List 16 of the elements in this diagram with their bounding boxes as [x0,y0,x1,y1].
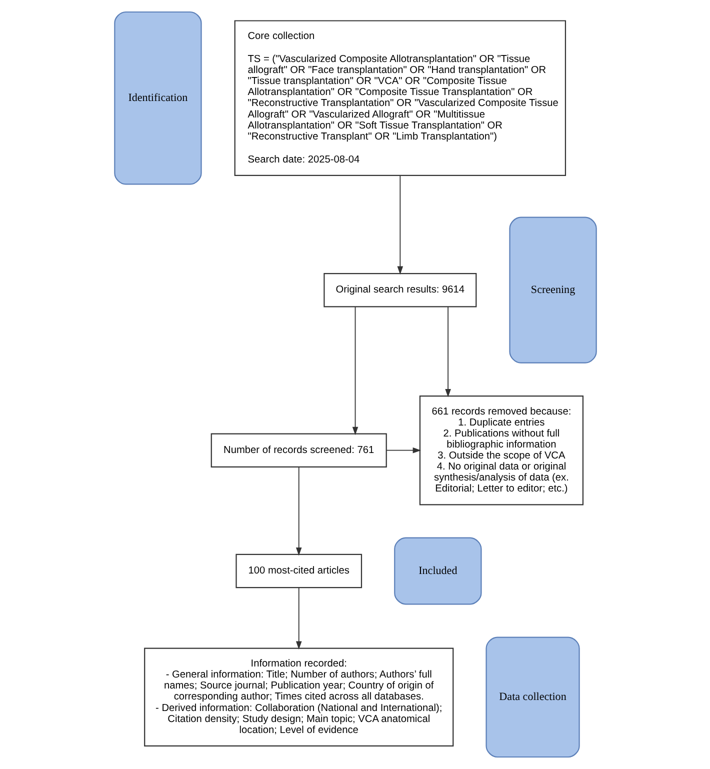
arrow [295,587,302,650]
node-box: Screening [508,216,596,364]
node-box: 661 records removed because: 1. Duplicate entries 2. Publications without full bibliographic information 3. Outside the scope of VCA 4. No original data or original synthesis/analysis of data (ex. Editorial; Letter to editor; etc.) [418,395,584,506]
arrow [444,306,450,398]
node-box: Identification [114,11,202,185]
node-box: Core collection TS = ("Vascularized Composite Allotransplantation" OR "Tissue allograft" OR "Face transplantation" OR "Hand transplantation" OR "Tissue transplantation" OR "VCA" OR "Composite Tissue Allotransplantation" OR "Composite Tissue Transplantation" OR "Reconstructive Transplantation" OR "Vascularized Composite Tissue Allograft" OR "Vascularized Allograft" OR "Multitissue Allotransplantation" OR "Soft Tissue Transplantation" OR "Reconstructive Transplant" OR "Limb Transplantation") Search date: 2025-08-04 [234,20,566,176]
node-box: Included [394,537,482,605]
node-box: Number of records screened: 761 [210,433,386,468]
node-box: Data collection [485,636,580,758]
node-box: 100 most-cited articles [235,554,362,588]
node-box: Original search results: 9614 [323,272,476,308]
arrow [352,306,358,436]
arrow [295,466,302,556]
arrow [396,175,403,275]
node-box: Information recorded: - General information: Title; Number of authors; Authors’ full names; Source journal; Publication year; Country of origin of corresponding author; Times cited across all databases. - Derived information: Collaboration (National and International); Citation density; Study design; Main topic; VCA anatomical location; Level of evidence [144,648,454,746]
arrow [386,447,421,454]
